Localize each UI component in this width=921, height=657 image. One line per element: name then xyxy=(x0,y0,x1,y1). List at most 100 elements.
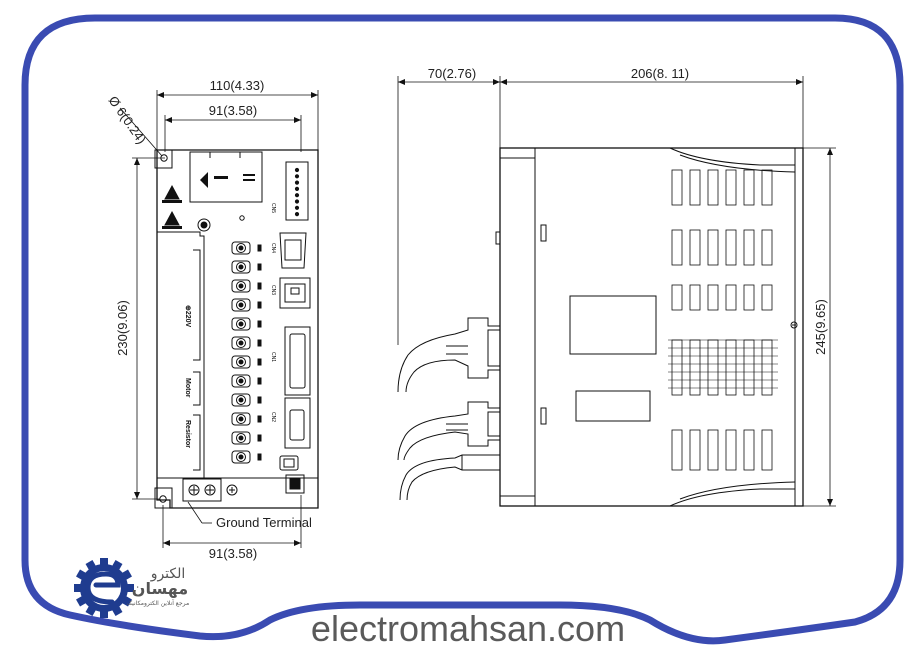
mounting-hole-bottom xyxy=(159,495,167,503)
terminal-block xyxy=(231,241,251,464)
dim-connector-depth: 70(2.76) xyxy=(428,66,476,81)
vent-slot xyxy=(671,284,683,311)
terminal-letter-mark xyxy=(257,282,262,290)
inner-panel xyxy=(157,231,205,479)
terminal-letter-mark xyxy=(257,320,262,328)
terminal-letter-mark xyxy=(257,301,262,309)
terminal-letter-mark xyxy=(257,339,262,347)
ground-screw-icon-2 xyxy=(204,484,216,496)
usb-port xyxy=(285,474,305,494)
terminal-screw-icon xyxy=(231,260,251,274)
front-top-ear xyxy=(154,149,173,169)
terminal-screw-icon xyxy=(231,393,251,407)
dim-side-height: 245(9.65) xyxy=(813,299,828,355)
terminal-screw-icon xyxy=(231,374,251,388)
dim-front-inner-width: 91(3.58) xyxy=(209,103,257,118)
vent-slot xyxy=(671,429,683,471)
vent-slot xyxy=(743,284,755,311)
terminal-screw-icon xyxy=(231,431,251,445)
label-cn4: CN4 xyxy=(270,243,276,253)
vent-slot xyxy=(671,229,683,266)
vent-slot xyxy=(761,429,773,471)
terminal-screw-icon xyxy=(231,355,251,369)
terminal-screw-icon xyxy=(231,336,251,350)
terminal-letter-mark xyxy=(257,263,262,271)
terminal-letter-mark xyxy=(257,415,262,423)
terminal-screw-icon xyxy=(231,241,251,255)
ground-symbol-icon xyxy=(226,484,238,496)
terminal-screw-icon xyxy=(231,279,251,293)
label-cn3: CN3 xyxy=(270,285,276,295)
vent-slot xyxy=(761,284,773,311)
dim-front-height: 230(9.06) xyxy=(115,300,130,356)
vent-slot xyxy=(689,284,701,311)
front-dimension-arrows xyxy=(134,92,318,546)
logo: الکترو مهسان مرجع آنلاین الکترومکانیک xyxy=(74,558,189,618)
cn5-connector xyxy=(285,161,309,221)
terminal-letter-column xyxy=(257,244,262,461)
label-resistor: Resistor xyxy=(184,420,191,448)
top-cover xyxy=(189,151,263,203)
warning-triangle-icon xyxy=(164,184,180,200)
warning-triangle-icon-2 xyxy=(164,210,180,226)
terminal-screw-icon xyxy=(231,298,251,312)
front-view xyxy=(154,149,319,509)
frame-border xyxy=(21,14,904,645)
vent-slot xyxy=(689,429,701,471)
vent-slot xyxy=(743,169,755,206)
vent-slot xyxy=(707,169,719,206)
label-motor: Motor xyxy=(184,378,191,398)
terminal-letter-mark xyxy=(257,358,262,366)
cable-3 xyxy=(399,454,500,501)
cn4-connector xyxy=(279,232,307,269)
cn3-rj45-port xyxy=(279,277,311,309)
side-dimensions xyxy=(397,76,836,507)
terminal-screw-icon xyxy=(231,450,251,464)
label-cn5: CN5 xyxy=(270,203,276,213)
terminal-letter-mark xyxy=(257,453,262,461)
logo-tagline: مرجع آنلاین الکترومکانیک xyxy=(127,598,189,607)
vent-slot xyxy=(743,429,755,471)
terminal-screw-icon xyxy=(231,412,251,426)
terminal-letter-mark xyxy=(257,244,262,252)
side-screw-icon xyxy=(790,321,798,329)
side-window-top xyxy=(569,295,657,355)
side-body-outline xyxy=(499,147,804,507)
cn-small-port xyxy=(279,455,299,471)
vent-slot xyxy=(689,169,701,206)
cn2-connector xyxy=(284,397,311,449)
brand-url: electromahsan.com xyxy=(311,608,625,649)
terminal-letter-mark xyxy=(257,377,262,385)
vent-slot xyxy=(707,284,719,311)
cn1-connector xyxy=(284,326,311,396)
vent-slot xyxy=(725,229,737,266)
screw-icon xyxy=(197,218,211,232)
side-small-tab xyxy=(495,231,501,245)
vent-slot xyxy=(725,284,737,311)
vent-slot xyxy=(761,229,773,266)
cable-2 xyxy=(397,401,500,461)
side-window-bottom xyxy=(575,390,651,422)
cable-1 xyxy=(397,317,500,393)
dim-hole-diameter: Ø 6(0.24) xyxy=(106,93,150,147)
front-bottom-ear xyxy=(154,487,173,509)
ground-terminal-label: Ground Terminal xyxy=(216,515,312,530)
logo-text-line2: مهسان xyxy=(132,579,188,598)
vent-slot xyxy=(707,429,719,471)
vent-slot xyxy=(725,429,737,471)
ground-screw-icon xyxy=(188,484,200,496)
vent-slot xyxy=(689,229,701,266)
vent-slots xyxy=(668,169,778,471)
logo-e-mark xyxy=(85,571,121,605)
side-view xyxy=(397,147,804,507)
terminal-screw-icon xyxy=(231,317,251,331)
ground-terminal-block xyxy=(182,478,222,502)
side-dimension-arrows xyxy=(398,79,833,506)
vent-slot xyxy=(743,229,755,266)
dim-front-top-width: 110(4.33) xyxy=(210,78,265,93)
terminal-letter-mark xyxy=(257,396,262,404)
label-cn2: CN2 xyxy=(270,412,276,422)
vent-slot xyxy=(761,169,773,206)
vent-slot xyxy=(707,229,719,266)
